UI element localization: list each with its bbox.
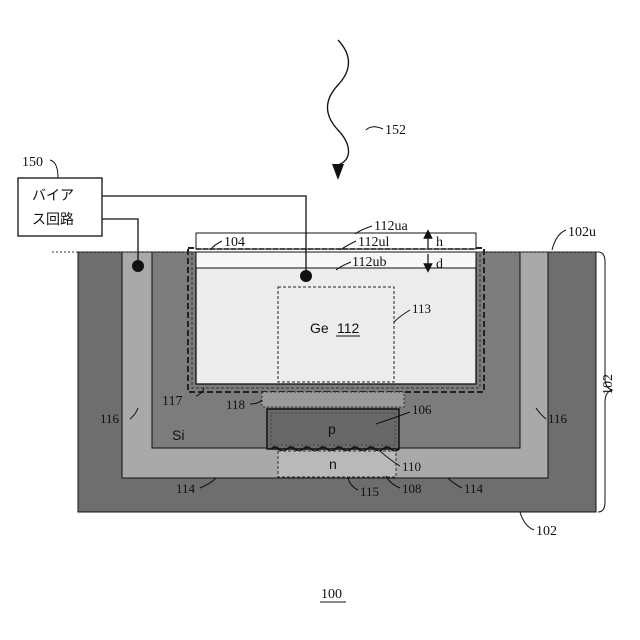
label-116-right: 116 xyxy=(548,411,568,426)
leader-102u xyxy=(552,230,566,250)
label-110: 110 xyxy=(402,459,421,474)
label-d: d xyxy=(436,257,443,272)
label-si: Si xyxy=(172,427,184,443)
label-112ul: 112ul xyxy=(358,235,389,250)
label-117: 117 xyxy=(162,394,182,409)
leader-102-bottom xyxy=(520,512,534,530)
light-arrowhead xyxy=(332,164,344,180)
leader-150 xyxy=(50,160,58,178)
label-h: h xyxy=(436,235,443,250)
upper-layer-112ub xyxy=(196,252,476,268)
label-113: 113 xyxy=(412,301,431,316)
label-n: n xyxy=(329,456,337,472)
label-152: 152 xyxy=(385,123,406,138)
label-108: 108 xyxy=(402,481,422,496)
label-ge: Ge xyxy=(310,320,329,336)
label-118: 118 xyxy=(226,397,245,412)
n-region-115 xyxy=(278,451,396,477)
label-112ua: 112ua xyxy=(374,219,408,234)
label-102u: 102u xyxy=(568,225,596,240)
label-104: 104 xyxy=(224,235,245,250)
label-150: 150 xyxy=(22,155,43,170)
bias-circuit-line2: ス回路 xyxy=(32,212,74,228)
label-106: 106 xyxy=(412,402,432,417)
label-p: p xyxy=(328,421,336,437)
figure-ref-100: 100 xyxy=(321,587,342,602)
light-wave-152 xyxy=(328,40,349,165)
contact-dot-substrate xyxy=(132,260,144,272)
region-118 xyxy=(262,392,404,407)
label-114-left: 114 xyxy=(176,481,196,496)
germanium-body-112 xyxy=(196,258,476,384)
bias-circuit-line1: バイア xyxy=(32,188,74,204)
label-115: 115 xyxy=(360,484,379,499)
label-116-left: 116 xyxy=(100,411,120,426)
label-102-bottom: 102 xyxy=(536,524,557,539)
label-ge-ref: 112 xyxy=(337,320,360,336)
label-102-right: 102 xyxy=(601,374,616,395)
leader-152 xyxy=(366,127,383,130)
label-112ub: 112ub xyxy=(352,255,386,270)
label-114-right: 114 xyxy=(464,481,484,496)
contact-dot-germanium xyxy=(300,270,312,282)
